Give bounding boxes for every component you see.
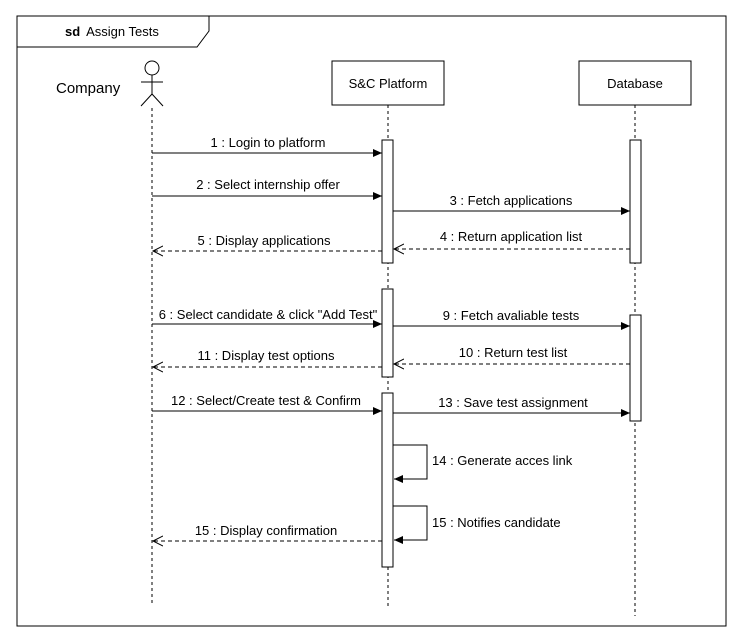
message-label: 12 : Select/Create test & Confirm (171, 393, 361, 408)
message-label: 2 : Select internship offer (196, 177, 340, 192)
message-label: 15 : Display confirmation (195, 523, 337, 538)
database-activation-1 (629, 139, 642, 264)
platform-label: S&C Platform (349, 76, 428, 91)
diagram-frame (16, 15, 727, 627)
actor-label: Company (56, 80, 121, 97)
database-box (578, 60, 692, 106)
message-label: 9 : Fetch avaliable tests (443, 308, 580, 323)
message-label: 5 : Display applications (198, 233, 331, 248)
message-label: 1 : Login to platform (211, 135, 326, 150)
message-label: 4 : Return application list (440, 229, 583, 244)
self-message-arrow (393, 505, 428, 544)
platform-activation-1 (381, 139, 394, 264)
frame-title: Assign Tests (86, 24, 159, 39)
platform-activation-2 (381, 288, 394, 378)
database-label: Database (607, 76, 663, 91)
actor-icon (140, 60, 164, 107)
frame-label: sd Assign Tests (65, 24, 159, 39)
message-label: 11 : Display test options (197, 348, 335, 363)
frame-tab (17, 15, 210, 48)
self-message-arrow (393, 444, 428, 483)
message-label: 13 : Save test assignment (438, 395, 588, 410)
platform-activation-3 (381, 392, 394, 568)
database-activation-2 (629, 314, 642, 422)
message-label: 3 : Fetch applications (450, 193, 573, 208)
message-label: 10 : Return test list (459, 345, 568, 360)
frame-keyword: sd (65, 24, 80, 39)
platform-box (331, 60, 445, 106)
message-label: 15 : Notifies candidate (432, 515, 561, 530)
message-label: 14 : Generate acces link (432, 453, 573, 468)
message-label: 6 : Select candidate & click "Add Test" (159, 307, 378, 322)
